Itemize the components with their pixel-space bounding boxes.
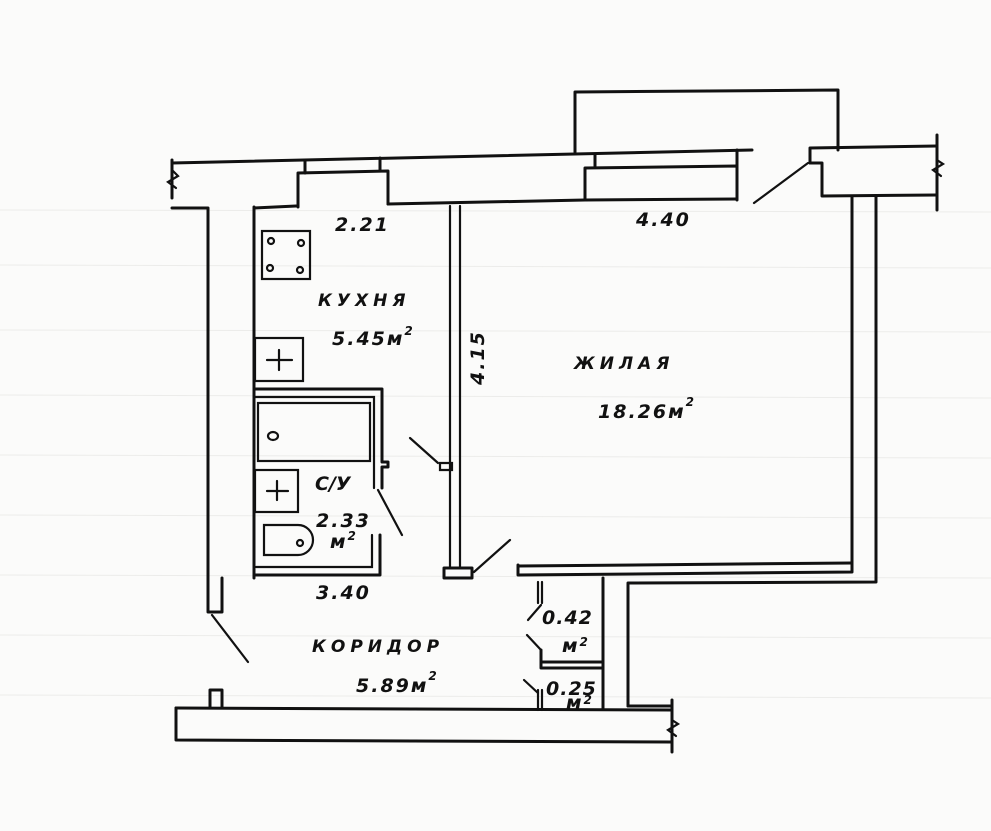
room-area-bathroom-unit: м2	[330, 529, 358, 553]
closet-walls	[522, 580, 605, 712]
room-area-bathroom: 2.33	[316, 510, 371, 532]
bathroom-sink-icon	[253, 468, 300, 514]
bathroom-walls	[252, 387, 404, 577]
room-label-living: ЖИЛАЯ	[573, 354, 674, 374]
room-area-closet-2: 0.25	[546, 678, 597, 700]
room-label-kitchen: КУХНЯ	[318, 291, 410, 311]
paper-bleed-through	[0, 209, 991, 699]
break-mark-icon	[166, 168, 180, 190]
partition-wall	[408, 204, 512, 580]
door-swing-closet-3	[522, 678, 540, 695]
room-area-closet-1: 0.42	[542, 607, 593, 629]
dimension-living-width: 4.40	[635, 209, 691, 231]
top-wall	[170, 88, 939, 580]
dimension-corridor-length: 3.40	[316, 582, 371, 604]
bathtub-icon	[256, 401, 372, 463]
door-swing-closet-2	[525, 633, 543, 652]
dimension-living-depth: 4.15	[467, 330, 489, 386]
kitchen-sink-icon	[253, 336, 305, 383]
room-area-kitchen: 5.45м2	[332, 324, 415, 350]
room-area-living: 18.26м2	[598, 395, 696, 423]
dimension-kitchen-width: 2.21	[335, 214, 390, 236]
door-swing-closet-1	[526, 603, 543, 622]
break-mark-icon	[931, 158, 946, 178]
break-mark-icons	[166, 158, 946, 738]
corridor-walls	[174, 573, 674, 754]
room-area-closet-1-unit: м2	[562, 635, 590, 657]
door-swing-bathroom	[376, 488, 404, 537]
right-wall	[516, 195, 878, 708]
toilet-icon	[262, 523, 315, 557]
room-label-bathroom: С/У	[315, 473, 352, 495]
room-area-corridor: 5.89м2	[356, 669, 439, 697]
door-swing-entrance	[210, 613, 250, 664]
room-label-corridor: КОРИДОР	[312, 637, 444, 657]
kitchen-stove-icon	[260, 229, 312, 281]
door-swing-kitchen	[408, 436, 440, 465]
door-swing-living	[472, 538, 512, 574]
room-area-closet-2-unit: м2	[566, 692, 594, 714]
